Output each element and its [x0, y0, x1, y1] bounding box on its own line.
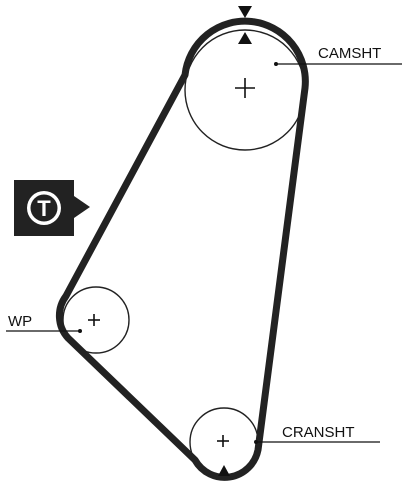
- crankshaft-center-icon: [217, 435, 229, 447]
- timing-belt: [55, 17, 309, 481]
- camshaft-center-icon: [235, 78, 255, 98]
- camshaft-callout: CAMSHT: [274, 45, 402, 66]
- timing-mark-bottom-icon: [218, 465, 230, 476]
- crankshaft-label: CRANSHT: [282, 424, 355, 441]
- water-pump-callout: WP: [6, 313, 82, 333]
- timing-mark-top-icon: [238, 6, 252, 44]
- crankshaft-callout: CRANSHT: [254, 424, 380, 444]
- water-pump-center-icon: [88, 314, 100, 326]
- tensioner-letter: T: [37, 196, 51, 221]
- camshaft-pulley: [184, 29, 306, 151]
- tensioner-icon: T: [14, 180, 90, 236]
- water-pump-label: WP: [8, 313, 32, 330]
- camshaft-label: CAMSHT: [318, 45, 381, 62]
